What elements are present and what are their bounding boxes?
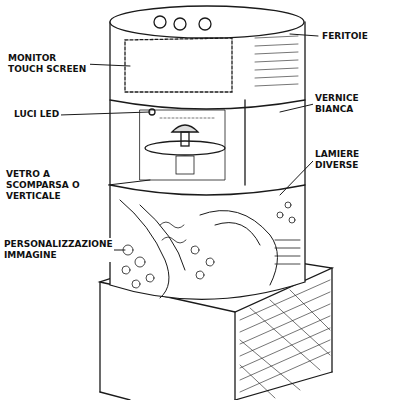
part-label: PERSONALIZZAZIONE IMMAGINE [2, 238, 114, 262]
part-label: MONITOR TOUCH SCREEN [6, 52, 90, 76]
part-label: LAMIERE DIVERSE [313, 148, 397, 172]
part-label: VERNICE BIANCA [313, 92, 397, 116]
part-label: LUCI LED [12, 108, 61, 121]
leader-lines [60, 34, 318, 250]
part-label: VETRO A SCOMPARSA O VERTICALE [4, 168, 108, 203]
cylinder-body [110, 6, 305, 299]
part-label: FERITOIE [320, 30, 370, 43]
